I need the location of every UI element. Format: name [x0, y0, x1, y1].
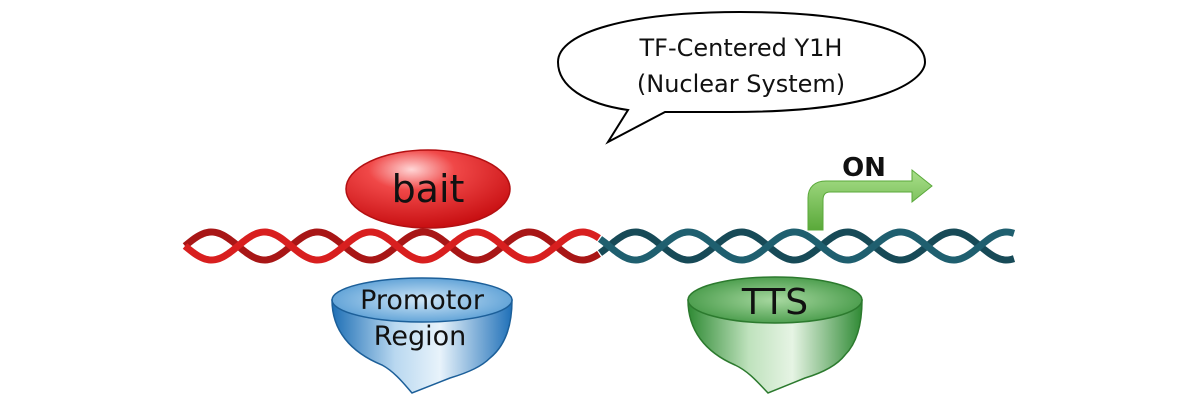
bubble-title: TF-Centered Y1H	[639, 34, 843, 62]
dna-teal-strand-front	[597, 228, 1016, 264]
tts-label: TTS	[741, 282, 808, 323]
speech-bubble-shape	[556, 10, 927, 145]
promoter-region: Promotor Region	[331, 277, 513, 394]
promoter-body	[331, 299, 513, 394]
dna-teal-strand-back	[597, 228, 1016, 264]
bait-protein: bait	[345, 149, 511, 229]
speech-bubble: TF-Centered Y1H (Nuclear System)	[556, 10, 927, 145]
bubble-subtitle: (Nuclear System)	[637, 70, 845, 98]
bait-ellipse	[345, 149, 511, 229]
on-arrow: ON	[807, 153, 933, 231]
dna-red-strand-back	[182, 228, 601, 264]
dna-helix	[182, 228, 1016, 264]
promoter-top	[331, 277, 513, 323]
promoter-label-line1: Promotor	[360, 285, 485, 316]
tts-body	[687, 299, 863, 394]
tts-element: TTS	[687, 276, 863, 394]
bait-label: bait	[392, 167, 465, 211]
dna-red-strand-front	[182, 228, 601, 264]
dna-teal-segment	[597, 228, 1016, 264]
promoter-label-line2: Region	[374, 321, 466, 352]
dna-red-segment	[182, 228, 601, 264]
on-label: ON	[842, 153, 886, 183]
transcription-arrow-icon	[807, 168, 933, 231]
tts-top	[687, 276, 863, 324]
